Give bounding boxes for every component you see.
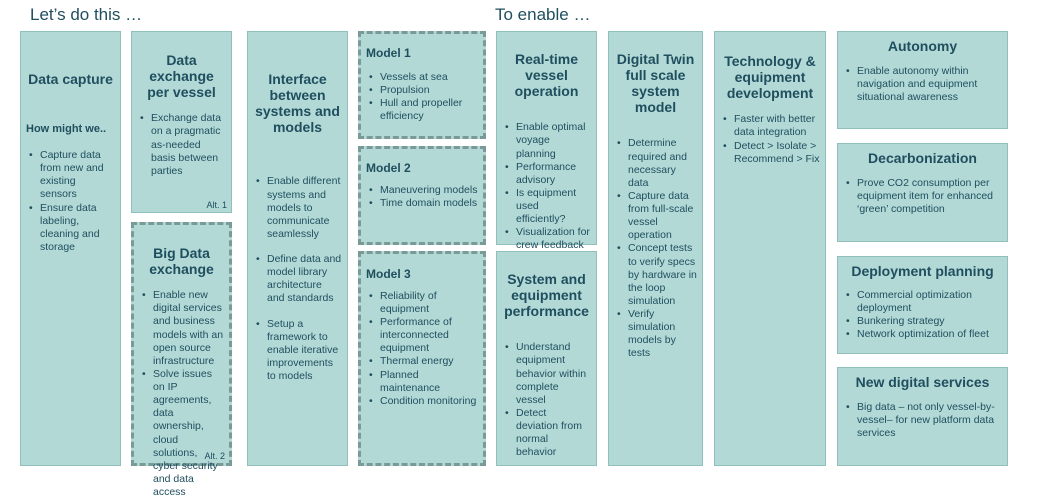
list-item: Reliability of equipment — [369, 290, 478, 316]
alt-label: Alt. 1 — [206, 200, 227, 210]
realtime-title: Real-time vessel operation — [514, 51, 579, 100]
technology-box: Technology & equipment development Faste… — [714, 31, 826, 466]
interface-list: Enable different systems and models to c… — [253, 175, 342, 383]
system-perf-list: Understand equipment behavior within com… — [502, 341, 591, 459]
big-data-box: Big Data exchange Enable new digital ser… — [131, 222, 232, 498]
list-item: Vessels at sea — [369, 71, 478, 84]
realtime-box: Real-time vessel operation Enable optima… — [496, 31, 597, 251]
decarbonization-box: Decarbonization Prove CO2 consumption pe… — [837, 143, 1008, 242]
list-item: Condition monitoring — [369, 395, 478, 408]
list-item: Hull and propeller efficiency — [369, 97, 478, 123]
list-item: Is equipment used efficiently? — [505, 187, 591, 226]
list-item: Enable different systems and models to c… — [256, 175, 342, 241]
list-item: Verify simulation models by tests — [617, 308, 697, 361]
technology-list: Faster with better data integration Dete… — [720, 113, 820, 166]
interface-title: Interface between systems and models — [255, 71, 340, 136]
digital-twin-box: Digital Twin full scale system model Det… — [608, 31, 703, 466]
big-data-title: Big Data exchange — [149, 245, 214, 278]
list-item: Enable optimal voyage planning — [505, 121, 591, 160]
list-item: Ensure data labeling, cleaning and stora… — [29, 202, 115, 255]
list-item: Understand equipment behavior within com… — [505, 341, 591, 407]
model2-title: Model 2 — [366, 161, 411, 175]
model3-list: Reliability of equipment Performance of … — [366, 290, 478, 408]
list-item: Enable autonomy within navigation and eq… — [846, 65, 1002, 104]
list-item: Commercial optimization deployment — [846, 289, 1002, 315]
list-item: Visualization for crew feedback — [505, 226, 591, 252]
digital-twin-list: Determine required and necessary data Ca… — [614, 137, 697, 360]
list-item: Big data – not only vessel-by-vessel– fo… — [846, 401, 1002, 440]
list-item: Concept tests to verify specs by hardwar… — [617, 242, 697, 308]
list-item: Faster with better data integration — [723, 113, 820, 139]
list-item: Bunkering strategy — [846, 315, 1002, 328]
data-exchange-title: Data exchange per vessel — [147, 52, 216, 101]
list-item: Enable new digital services and business… — [142, 289, 224, 368]
data-capture-subtitle: How might we.. — [26, 123, 107, 136]
model1-list: Vessels at sea Propulsion Hull and prope… — [366, 71, 478, 124]
deployment-title: Deployment planning — [851, 263, 994, 279]
model1-box: Model 1 Vessels at sea Propulsion Hull a… — [358, 31, 486, 139]
data-capture-title: Data capture — [28, 71, 113, 87]
list-item: Thermal energy — [369, 355, 478, 368]
header-left: Let’s do this … — [30, 5, 143, 24]
digital-services-list: Big data – not only vessel-by-vessel– fo… — [843, 401, 1002, 440]
list-item: Detect deviation from normal behavior — [505, 407, 591, 460]
model1-title: Model 1 — [366, 46, 411, 60]
list-item: Prove CO2 consumption per equipment item… — [846, 177, 1002, 216]
system-perf-box: System and equipment performance Underst… — [496, 251, 597, 466]
list-item: Determine required and necessary data — [617, 137, 697, 190]
big-data-list: Enable new digital services and business… — [139, 289, 224, 499]
digital-services-box: New digital services Big data – not only… — [837, 367, 1008, 466]
deployment-box: Deployment planning Commercial optimizat… — [837, 256, 1008, 354]
autonomy-title: Autonomy — [887, 38, 958, 54]
digital-twin-title: Digital Twin full scale system model — [616, 51, 695, 116]
list-item: Time domain models — [369, 197, 478, 210]
list-item: Propulsion — [369, 84, 478, 97]
model2-box: Model 2 Maneuvering models Time domain m… — [358, 146, 486, 245]
header-right: To enable … — [495, 5, 591, 24]
data-capture-box: Data capture How might we.. Capture data… — [20, 31, 121, 466]
data-capture-list: Capture data from new and existing senso… — [26, 149, 115, 254]
list-item: Network optimization of fleet — [846, 328, 1002, 341]
list-item: Detect > Isolate > Recommend > Fix — [723, 140, 820, 166]
list-item: Setup a framework to enable iterative im… — [256, 318, 342, 384]
decarbonization-list: Prove CO2 consumption per equipment item… — [843, 177, 1002, 216]
autonomy-list: Enable autonomy within navigation and eq… — [843, 65, 1002, 104]
alt-label: Alt. 2 — [204, 451, 225, 461]
list-item: Performance of interconnected equipment — [369, 316, 478, 355]
technology-title: Technology & equipment development — [724, 53, 816, 102]
deployment-list: Commercial optimization deployment Bunke… — [843, 289, 1002, 342]
decarbonization-title: Decarbonization — [868, 150, 977, 166]
data-exchange-box: Data exchange per vessel Exchange data o… — [131, 31, 232, 213]
realtime-list: Enable optimal voyage planning Performan… — [502, 121, 591, 252]
list-item: Performance advisory — [505, 161, 591, 187]
model3-title: Model 3 — [366, 267, 411, 281]
data-exchange-list: Exchange data on a pragmatic as-needed b… — [137, 112, 226, 178]
list-item: Planned maintenance — [369, 369, 478, 395]
model2-list: Maneuvering models Time domain models — [366, 184, 478, 210]
list-item: Maneuvering models — [369, 184, 478, 197]
list-item: Capture data from new and existing senso… — [29, 149, 115, 202]
list-item: Define data and model library architectu… — [256, 253, 342, 306]
model3-box: Model 3 Reliability of equipment Perform… — [358, 251, 486, 466]
autonomy-box: Autonomy Enable autonomy within navigati… — [837, 31, 1008, 129]
system-perf-title: System and equipment performance — [504, 271, 589, 320]
list-item: Solve issues on IP agreements, data owne… — [142, 368, 224, 499]
digital-services-title: New digital services — [855, 374, 990, 390]
list-item: Exchange data on a pragmatic as-needed b… — [140, 112, 226, 178]
list-item: Capture data from full-scale vessel oper… — [617, 190, 697, 243]
interface-box: Interface between systems and models Ena… — [247, 31, 348, 466]
